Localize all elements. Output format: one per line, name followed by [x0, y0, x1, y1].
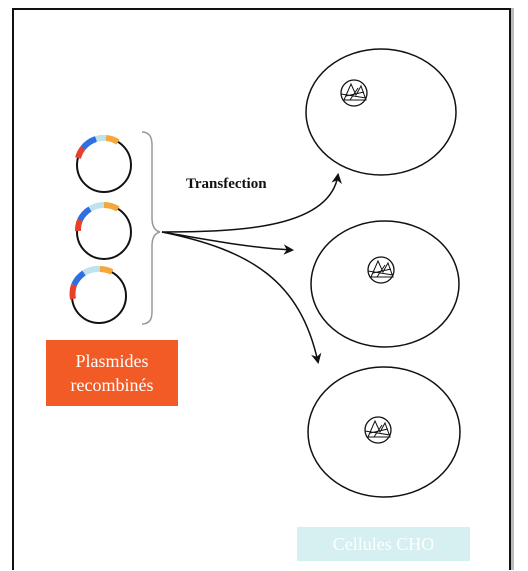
cho-cells-label: Cellules CHO: [297, 527, 470, 561]
transfection-label: Transfection: [186, 176, 267, 192]
nucleus-2: [367, 256, 395, 284]
nucleus-3: [364, 416, 392, 444]
arrow-to-cell-3: [161, 231, 322, 365]
plasmid-3: [69, 265, 127, 324]
plasmids-label: Plasmides recombinés: [46, 340, 178, 406]
nucleus-1: [340, 79, 368, 107]
cho-cell-1: [305, 48, 457, 176]
plasmids-label-line-2: recombinés: [70, 375, 154, 395]
plasmid-2: [75, 202, 132, 260]
arrow-to-cell-1: [161, 172, 342, 233]
cho-cell-3: [307, 366, 461, 498]
plasmids-label-line-1: Plasmides: [75, 351, 149, 371]
plasmid-1: [75, 134, 132, 193]
plasmid-bracket: [141, 131, 161, 325]
cho-cell-2: [310, 220, 460, 348]
arrow-to-cell-2: [161, 231, 295, 255]
figure-frame: [12, 8, 511, 570]
